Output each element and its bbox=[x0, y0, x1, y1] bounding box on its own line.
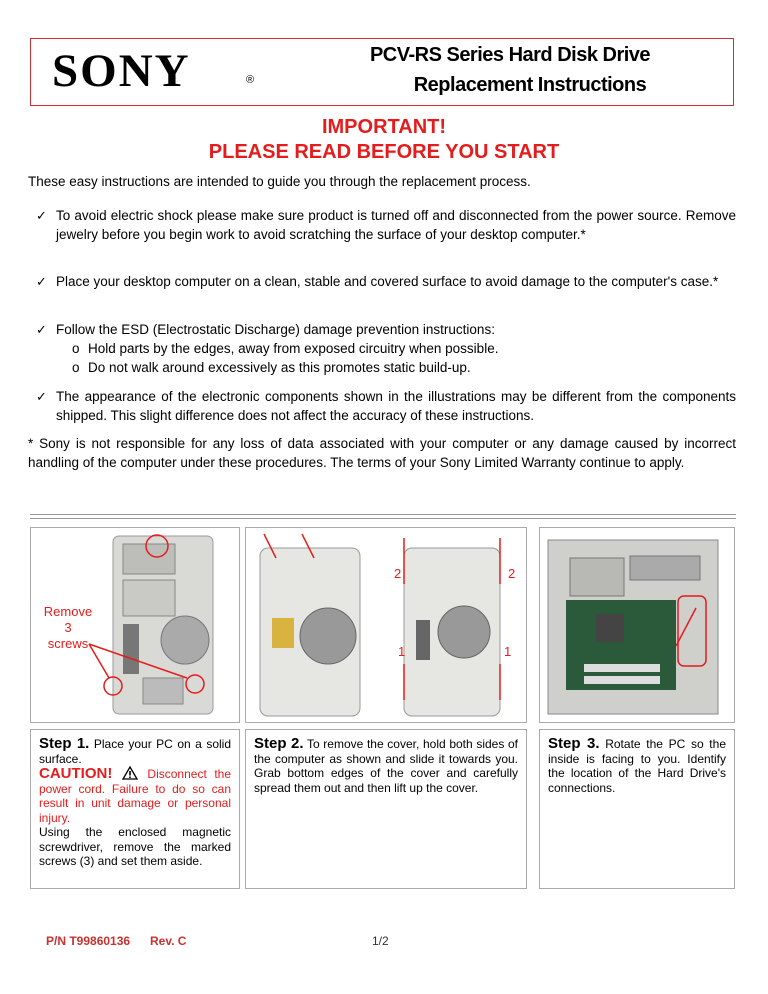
photo-step3 bbox=[539, 527, 735, 723]
bullet-appearance: ✓ The appearance of the electronic compo… bbox=[36, 389, 736, 423]
important-heading: IMPORTANT! bbox=[321, 116, 447, 138]
photo-step1: Remove 3 screws bbox=[30, 527, 240, 723]
doc-title-line2: Replacement Instructions bbox=[413, 74, 647, 96]
step1-title: Step 1. bbox=[39, 735, 90, 752]
pc-back-illustration bbox=[88, 534, 214, 715]
remove-screws-label: Remove 3 screws bbox=[43, 604, 93, 651]
check-icon: ✓ bbox=[36, 274, 47, 289]
arrow-label-1-left: 1 bbox=[398, 644, 406, 659]
bullet-electric-shock: ✓ To avoid electric shock please make su… bbox=[36, 208, 736, 242]
bullet-clean-surface: ✓ Place your desktop computer on a clean… bbox=[36, 274, 719, 289]
bullet-esd: ✓ Follow the ESD (Electrostatic Discharg… bbox=[36, 320, 736, 377]
step1-box: Step 1. Place your PC on a solid surface… bbox=[30, 729, 240, 889]
divider bbox=[30, 518, 736, 519]
arrow-label-2-right: 2 bbox=[508, 566, 516, 581]
page-number: 1/2 bbox=[372, 934, 389, 948]
step3-title: Step 3. bbox=[548, 735, 600, 752]
intro-text: These easy instructions are intended to … bbox=[28, 174, 531, 189]
disclaimer-text: * Sony is not responsible for any loss o… bbox=[28, 436, 736, 470]
doc-title-line1: PCV-RS Series Hard Disk Drive bbox=[369, 44, 651, 66]
arrow-label-2-left: 2 bbox=[394, 566, 402, 581]
check-icon: ✓ bbox=[36, 389, 47, 404]
sony-logo: SONY bbox=[52, 45, 191, 97]
header-box bbox=[30, 38, 734, 106]
registered-mark: ® bbox=[246, 74, 255, 86]
caution-label: CAUTION! bbox=[39, 765, 113, 782]
check-icon: ✓ bbox=[36, 322, 47, 337]
part-number: P/N T99860136 bbox=[46, 934, 131, 948]
revision: Rev. C bbox=[150, 934, 187, 948]
read-before-heading: PLEASE READ BEFORE YOU START bbox=[208, 141, 560, 163]
check-icon: ✓ bbox=[36, 208, 47, 223]
divider bbox=[30, 514, 736, 515]
step2-title: Step 2. bbox=[254, 735, 304, 752]
arrow-label-1-right: 1 bbox=[504, 644, 512, 659]
step3-box: Step 3. Rotate the PC so the inside is f… bbox=[539, 729, 735, 889]
pc-interior-illustration bbox=[547, 539, 719, 715]
photo-step2: 2 2 1 1 bbox=[245, 527, 527, 723]
warning-icon bbox=[121, 765, 139, 780]
step2-box: Step 2. To remove the cover, hold both s… bbox=[245, 729, 527, 889]
cover-removal-illustration bbox=[259, 533, 501, 717]
